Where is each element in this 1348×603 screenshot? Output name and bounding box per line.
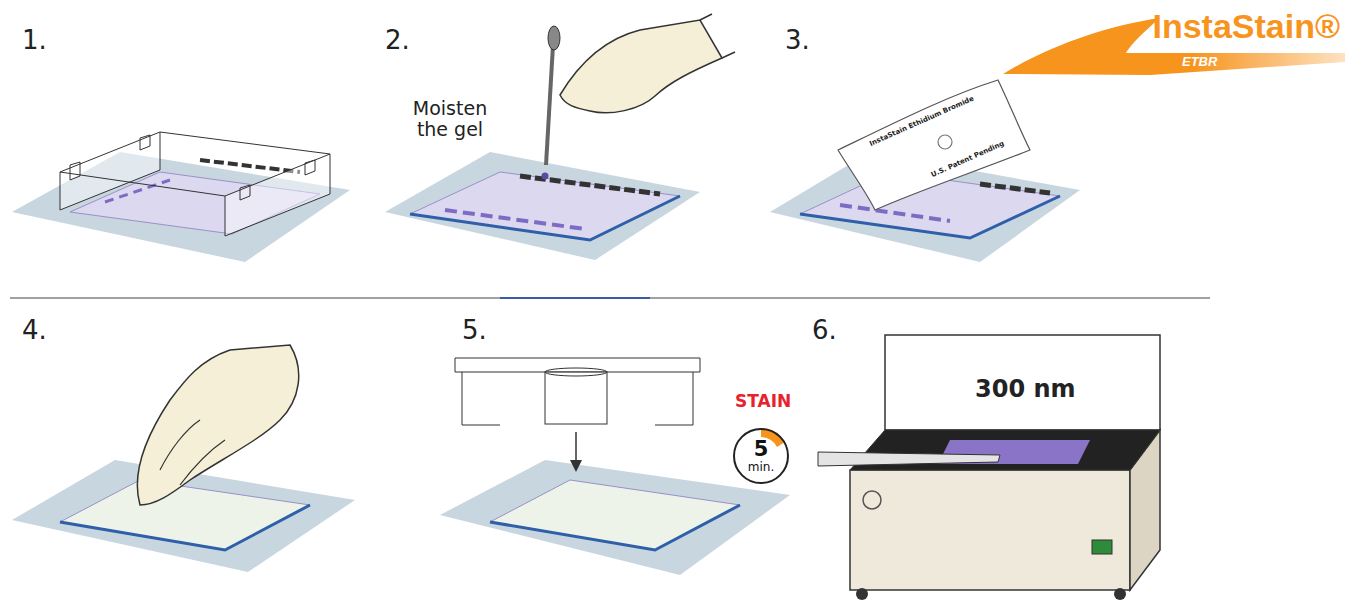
- step4-figure: [12, 345, 355, 572]
- step-number: 5.: [462, 316, 487, 345]
- step-number: 3.: [785, 26, 810, 55]
- divider-accent: [500, 297, 650, 299]
- timer-number: 5: [754, 439, 769, 460]
- step1-figure: [12, 132, 350, 262]
- divider: [10, 298, 1210, 299]
- stain-label: STAIN: [735, 392, 791, 411]
- instruction-text: Moisten the gel: [398, 98, 502, 140]
- timer-circle: 5min.: [733, 428, 789, 484]
- step3-figure: [770, 80, 1080, 262]
- step5-figure: [440, 358, 790, 575]
- wavelength-label: 300 nm: [975, 376, 1076, 402]
- timer-unit: min.: [748, 461, 774, 473]
- step2-figure: [385, 14, 735, 260]
- logo-text: InstaStain®: [1152, 8, 1340, 45]
- step-number: 4.: [22, 316, 47, 345]
- logo-subtext: ETBR: [1182, 55, 1217, 69]
- step-number: 2.: [385, 26, 410, 55]
- step-number: 6.: [812, 316, 837, 345]
- step6-figure: [818, 335, 1160, 600]
- step-number: 1.: [22, 26, 47, 55]
